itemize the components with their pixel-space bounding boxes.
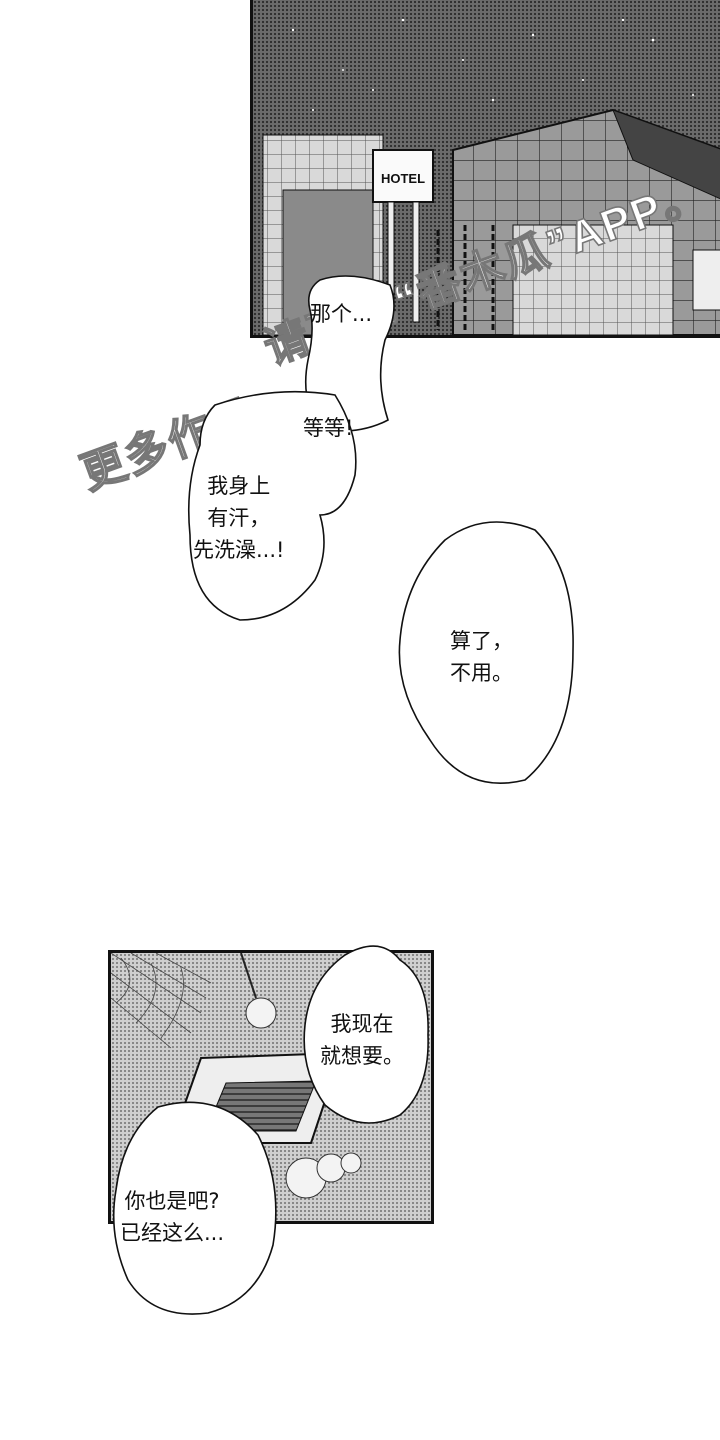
speech-bubble-2-and-3: 等等! 我身上 有汗， 先洗澡...! [185, 375, 385, 625]
bubble-4-text: 算了， 不用。 [450, 629, 513, 685]
hotel-sign-text: HOTEL [381, 171, 425, 186]
speech-bubble-4: 算了， 不用。 [395, 510, 580, 790]
bubble-6-text: 你也是吧? 已经这么... [120, 1189, 225, 1245]
bubble-3-text: 我身上 有汗， 先洗澡...! [193, 474, 285, 562]
bubble-1-text: 那个... [310, 302, 373, 326]
bubble-5-text: 我现在 就想要。 [320, 1012, 404, 1068]
speech-bubble-1: 那个... [280, 270, 420, 440]
bubble-2-text: 等等! [303, 416, 354, 440]
speech-bubble-6: 你也是吧? 已经这么... [108, 1095, 278, 1320]
speech-bubble-5: 我现在 就想要。 [300, 940, 440, 1130]
